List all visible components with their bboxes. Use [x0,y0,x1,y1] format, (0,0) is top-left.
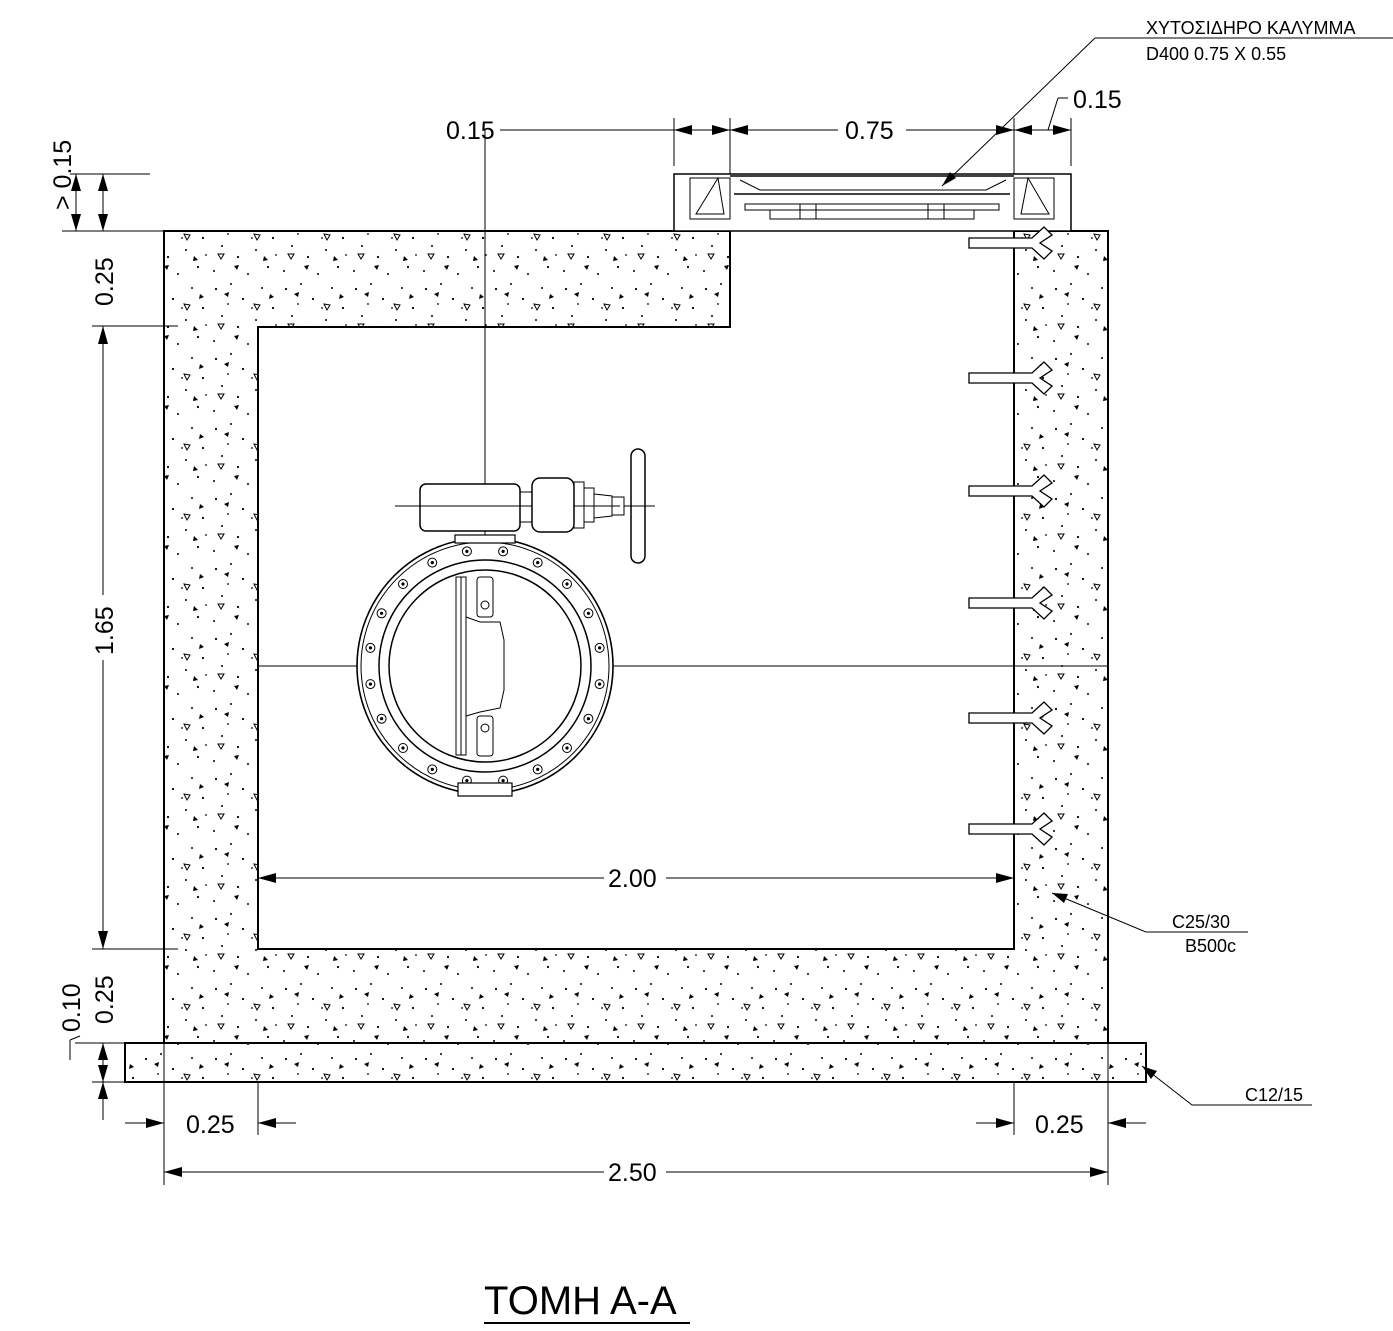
chamber-interior-outline [257,231,1015,950]
flange-bolt-centre [586,717,591,721]
dim-interior-width: 2.00 [608,865,657,893]
flange-bolt-centre [565,746,569,750]
flange-bolt-centre [536,561,540,565]
flange-bolt-centre [465,549,469,554]
dim-floor-thickness: 0.25 [91,975,119,1024]
step-iron [968,586,1054,620]
chamber-concrete [163,230,1109,1044]
flange-bolt-centre [586,611,591,615]
step-iron [968,701,1054,735]
dim-top-left-offset: 0.15 [446,117,495,145]
flange-bolt-centre [401,582,405,586]
blinding-note: C12/15 [1245,1085,1303,1105]
flange-bolt-centre [380,611,384,615]
step-iron [968,361,1054,395]
flange-bolt-centre [536,767,540,772]
dim-cover-height: > 0.15 [49,140,77,210]
step-iron [968,812,1054,846]
manhole-cover-icon [673,173,1072,232]
flange-bolt-centre [465,779,469,783]
dim-roof-thickness: 0.25 [91,257,119,306]
handwheel-icon [624,448,655,564]
flange-bolt-centre [430,561,434,565]
flange-bolt-centre [368,646,372,650]
flange-bolt-centre [401,746,405,750]
flange-bolt-centre [501,549,505,554]
flange-bolt-centre [430,767,434,772]
step-iron [968,474,1054,508]
butterfly-valve-icon [356,477,625,797]
dim-overall-width: 2.50 [608,1159,657,1187]
dim-interior-height: 1.65 [91,606,119,655]
concrete-note-line1: C25/30 [1172,912,1230,932]
flange-bolt-centre [598,682,602,686]
concrete-note-line2: B500c [1185,936,1236,956]
step-iron-icon [968,226,1054,846]
flange-bolt-centre [380,717,384,721]
dim-blinding-thickness: 0.10 [58,983,86,1032]
flange-bolt-centre [501,779,505,783]
section-title: ΤΟΜΗ Α-Α [484,1279,677,1323]
cover-note-line1: ΧΥΤΟΣΙΔΗΡΟ ΚΑΛΥΜΜΑ [1146,18,1356,38]
blinding-slab [124,1042,1147,1083]
dim-cover-frame-right: 0.15 [1073,86,1122,114]
dimension-lines [62,97,1146,1185]
dim-right-wall: 0.25 [1035,1111,1084,1139]
flange-bolt-centre [565,582,569,586]
dim-left-wall: 0.25 [186,1111,235,1139]
flange-bolt-centre [368,682,372,686]
labels: ΧΥΤΟΣΙΔΗΡΟ ΚΑΛΥΜΜΑ D400 0.75 X 0.55 0.15… [49,18,1393,1324]
dim-cover-width: 0.75 [845,117,894,145]
cover-note-line2: D400 0.75 X 0.55 [1146,44,1286,64]
flange-bolt-centre [598,646,602,650]
step-iron [968,226,1054,260]
